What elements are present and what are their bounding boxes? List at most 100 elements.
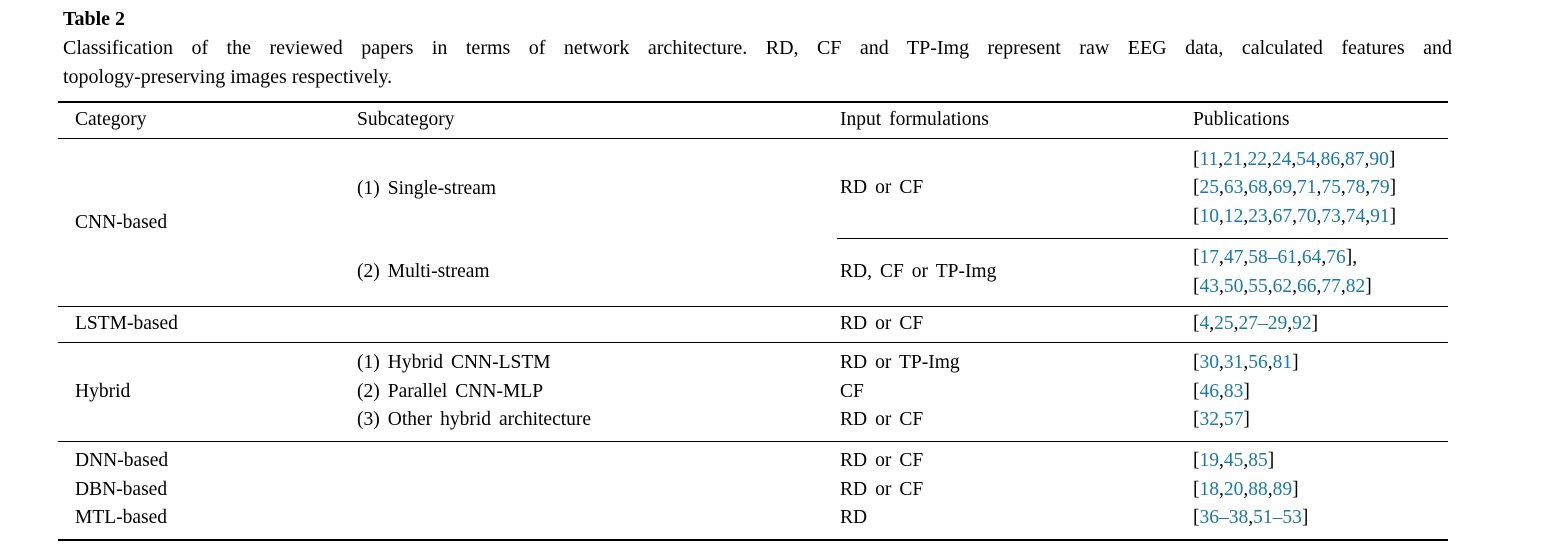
citation-link[interactable]: 45 bbox=[1223, 450, 1244, 472]
table-row-cnn-multi-stream: (2) Multi-stream RD, CF or TP-Img [17,47… bbox=[58, 238, 1448, 308]
citation-link[interactable]: 75 bbox=[1321, 177, 1341, 199]
citation-link[interactable]: 68 bbox=[1248, 177, 1268, 199]
citation-punctuation: , bbox=[1287, 313, 1293, 335]
citation-link[interactable]: 70 bbox=[1297, 206, 1317, 228]
citation-link[interactable]: 62 bbox=[1272, 275, 1293, 297]
citation-link[interactable]: 54 bbox=[1296, 148, 1316, 170]
citation-punctuation: , bbox=[1209, 313, 1215, 335]
subcategory-line: (3) Other hybrid architecture bbox=[357, 409, 592, 431]
citation-link[interactable]: 55 bbox=[1248, 275, 1268, 297]
citation-link[interactable]: 50 bbox=[1223, 275, 1244, 297]
citation-link[interactable]: 23 bbox=[1248, 206, 1268, 228]
citation-link[interactable]: 32 bbox=[1199, 409, 1220, 431]
citation-link[interactable]: 79 bbox=[1370, 177, 1390, 199]
citation-punctuation: , bbox=[1219, 246, 1224, 268]
citation-link[interactable]: 90 bbox=[1369, 148, 1389, 170]
citation-link[interactable]: 20 bbox=[1223, 478, 1244, 500]
citation-punctuation: [ bbox=[1193, 380, 1200, 402]
caption-line-2: topology-preserving images respectively. bbox=[63, 65, 393, 88]
citation-link[interactable]: 47 bbox=[1223, 246, 1244, 268]
citation-punctuation: , bbox=[1340, 275, 1346, 297]
publication-line: [32,57] bbox=[1193, 406, 1448, 435]
citation-punctuation: , bbox=[1267, 478, 1273, 500]
citation-punctuation: [ bbox=[1193, 351, 1200, 373]
category-line: DBN-based bbox=[75, 478, 168, 500]
category-line: DNN-based bbox=[75, 450, 169, 472]
input-formulation-cell: RD or TP-Img CF RD or CF bbox=[837, 342, 1192, 443]
citation-link[interactable]: 81 bbox=[1272, 351, 1293, 373]
citation-punctuation: ], bbox=[1345, 246, 1358, 268]
publication-line: [4,25,27–29,92] bbox=[1193, 310, 1448, 339]
citation-punctuation: , bbox=[1219, 275, 1224, 297]
citation-link[interactable]: 64 bbox=[1301, 246, 1322, 268]
input-line: RD or CF bbox=[840, 450, 924, 472]
citation-link[interactable]: 31 bbox=[1223, 351, 1244, 373]
citation-link[interactable]: 91 bbox=[1370, 206, 1390, 228]
publication-line: [30,31,56,81] bbox=[1193, 349, 1448, 378]
citation-link[interactable]: 56 bbox=[1248, 351, 1268, 373]
input-line: CF bbox=[840, 380, 864, 402]
citation-link[interactable]: 57 bbox=[1223, 409, 1244, 431]
citation-link[interactable]: 82 bbox=[1345, 275, 1366, 297]
citation-link[interactable]: 22 bbox=[1247, 148, 1268, 170]
empty-cell bbox=[357, 306, 837, 343]
header-row: Category Subcategory Input formulations … bbox=[58, 102, 1448, 139]
citation-link[interactable]: 51–53 bbox=[1253, 507, 1302, 529]
citation-link[interactable]: 25 bbox=[1199, 177, 1220, 199]
citation-link[interactable]: 24 bbox=[1271, 148, 1292, 170]
citation-link[interactable]: 12 bbox=[1223, 206, 1244, 228]
citation-link[interactable]: 67 bbox=[1272, 206, 1293, 228]
citation-link[interactable]: 69 bbox=[1272, 177, 1293, 199]
citation-link[interactable]: 17 bbox=[1199, 246, 1220, 268]
publications-cell: [19,45,85] [18,20,88,89] [36–38,51–53] bbox=[1192, 442, 1448, 541]
citation-punctuation: , bbox=[1219, 478, 1224, 500]
citation-link[interactable]: 83 bbox=[1223, 380, 1244, 402]
citation-link[interactable]: 85 bbox=[1248, 450, 1268, 472]
citation-link[interactable]: 4 bbox=[1199, 313, 1210, 335]
category-cell-hybrid: Hybrid bbox=[58, 342, 357, 443]
table-row-hybrid: Hybrid (1) Hybrid CNN-LSTM (2) Parallel … bbox=[58, 342, 1448, 443]
citation-link[interactable]: 21 bbox=[1223, 148, 1243, 170]
publications-cell: [17,47,58–61,64,76], [43,50,55,62,66,77,… bbox=[1192, 238, 1448, 308]
citation-link[interactable]: 43 bbox=[1199, 275, 1220, 297]
citation-link[interactable]: 74 bbox=[1345, 206, 1366, 228]
citation-link[interactable]: 19 bbox=[1199, 450, 1220, 472]
citation-link[interactable]: 73 bbox=[1321, 206, 1341, 228]
citation-punctuation: , bbox=[1267, 148, 1272, 170]
caption-line-1: Classification of the reviewed papers in… bbox=[63, 37, 1452, 59]
citation-link[interactable]: 76 bbox=[1326, 246, 1346, 268]
citation-link[interactable]: 87 bbox=[1345, 148, 1365, 170]
citation-link[interactable]: 58–61 bbox=[1248, 246, 1297, 268]
citation-punctuation: ] bbox=[1292, 351, 1299, 373]
category-cell: DNN-based DBN-based MTL-based bbox=[58, 442, 357, 541]
subcategory-line: (2) Parallel CNN-MLP bbox=[357, 380, 544, 402]
citation-link[interactable]: 86 bbox=[1320, 148, 1341, 170]
citation-link[interactable]: 66 bbox=[1297, 275, 1317, 297]
citation-link[interactable]: 10 bbox=[1199, 206, 1220, 228]
citation-link[interactable]: 78 bbox=[1345, 177, 1366, 199]
citation-link[interactable]: 18 bbox=[1199, 478, 1220, 500]
citation-link[interactable]: 63 bbox=[1223, 177, 1244, 199]
citation-punctuation: , bbox=[1243, 206, 1249, 228]
input-line: RD or TP-Img bbox=[840, 351, 960, 373]
citation-link[interactable]: 71 bbox=[1297, 177, 1317, 199]
citation-punctuation: , bbox=[1292, 206, 1297, 228]
citation-punctuation: ] bbox=[1267, 450, 1275, 472]
citation-link[interactable]: 27–29 bbox=[1238, 313, 1288, 335]
citation-link[interactable]: 36–38 bbox=[1199, 507, 1249, 529]
citation-punctuation: , bbox=[1219, 409, 1224, 431]
citation-link[interactable]: 25 bbox=[1214, 313, 1234, 335]
citation-punctuation: , bbox=[1340, 177, 1346, 199]
col-header-publications: Publications bbox=[1192, 102, 1448, 139]
citation-punctuation: , bbox=[1219, 177, 1224, 199]
citation-link[interactable]: 30 bbox=[1199, 351, 1220, 373]
col-header-category: Category bbox=[58, 102, 357, 139]
citation-link[interactable]: 89 bbox=[1272, 478, 1293, 500]
citation-link[interactable]: 77 bbox=[1321, 275, 1341, 297]
citation-link[interactable]: 88 bbox=[1248, 478, 1268, 500]
citation-link[interactable]: 11 bbox=[1199, 148, 1219, 170]
citation-punctuation: , bbox=[1316, 177, 1322, 199]
citation-link[interactable]: 92 bbox=[1292, 313, 1312, 335]
citation-punctuation: , bbox=[1242, 148, 1248, 170]
citation-link[interactable]: 46 bbox=[1199, 380, 1220, 402]
